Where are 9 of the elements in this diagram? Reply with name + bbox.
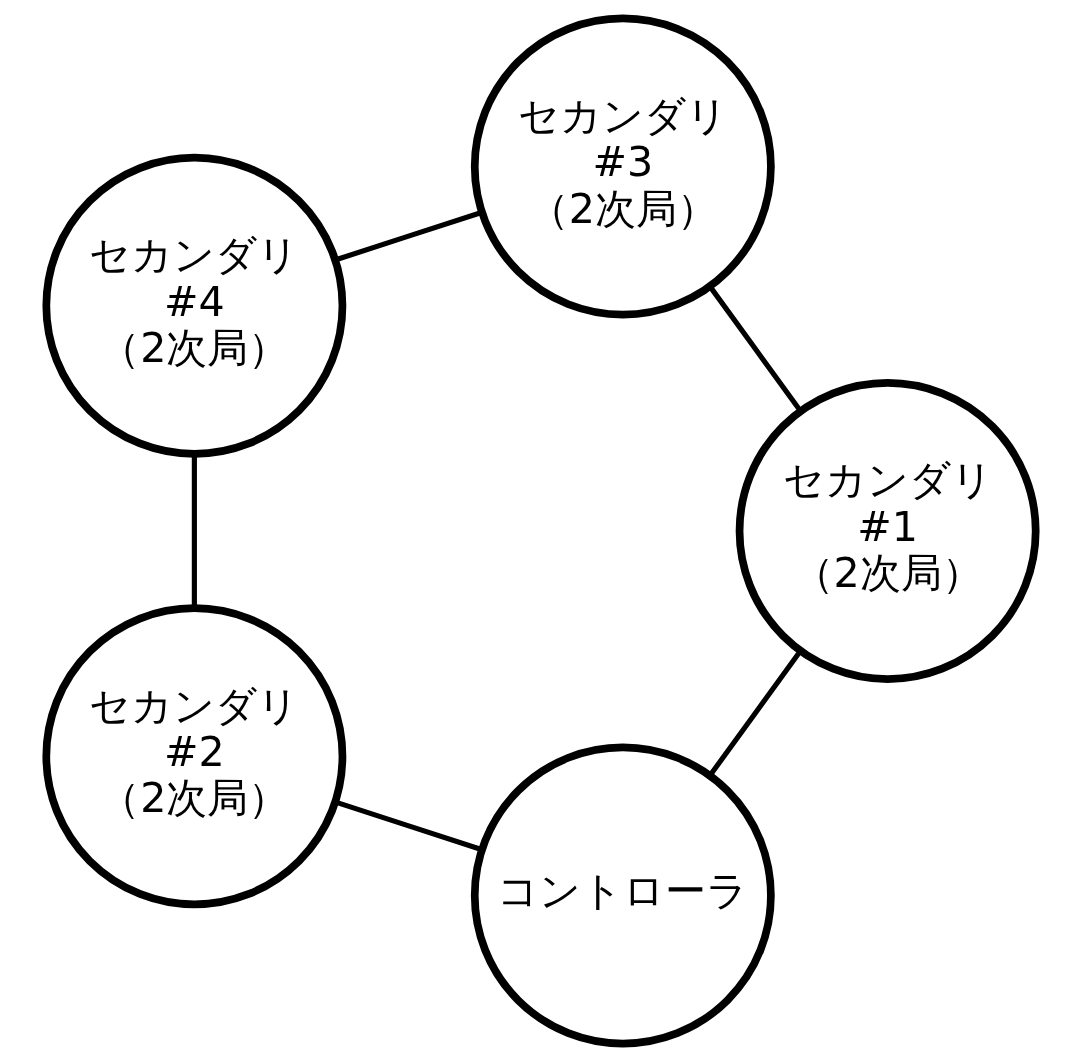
node-circle: コントローラ [470, 743, 775, 1048]
connector [708, 285, 803, 413]
connector [191, 454, 197, 608]
node-circle: セカンダリ #2 （2次局） [42, 604, 347, 909]
connector [335, 210, 483, 263]
connector [708, 649, 803, 777]
node-circle: セカンダリ #1 （2次局） [735, 379, 1040, 683]
node-circle: セカンダリ #4 （2次局） [42, 153, 347, 458]
node-circle: セカンダリ #3 （2次局） [470, 14, 775, 319]
